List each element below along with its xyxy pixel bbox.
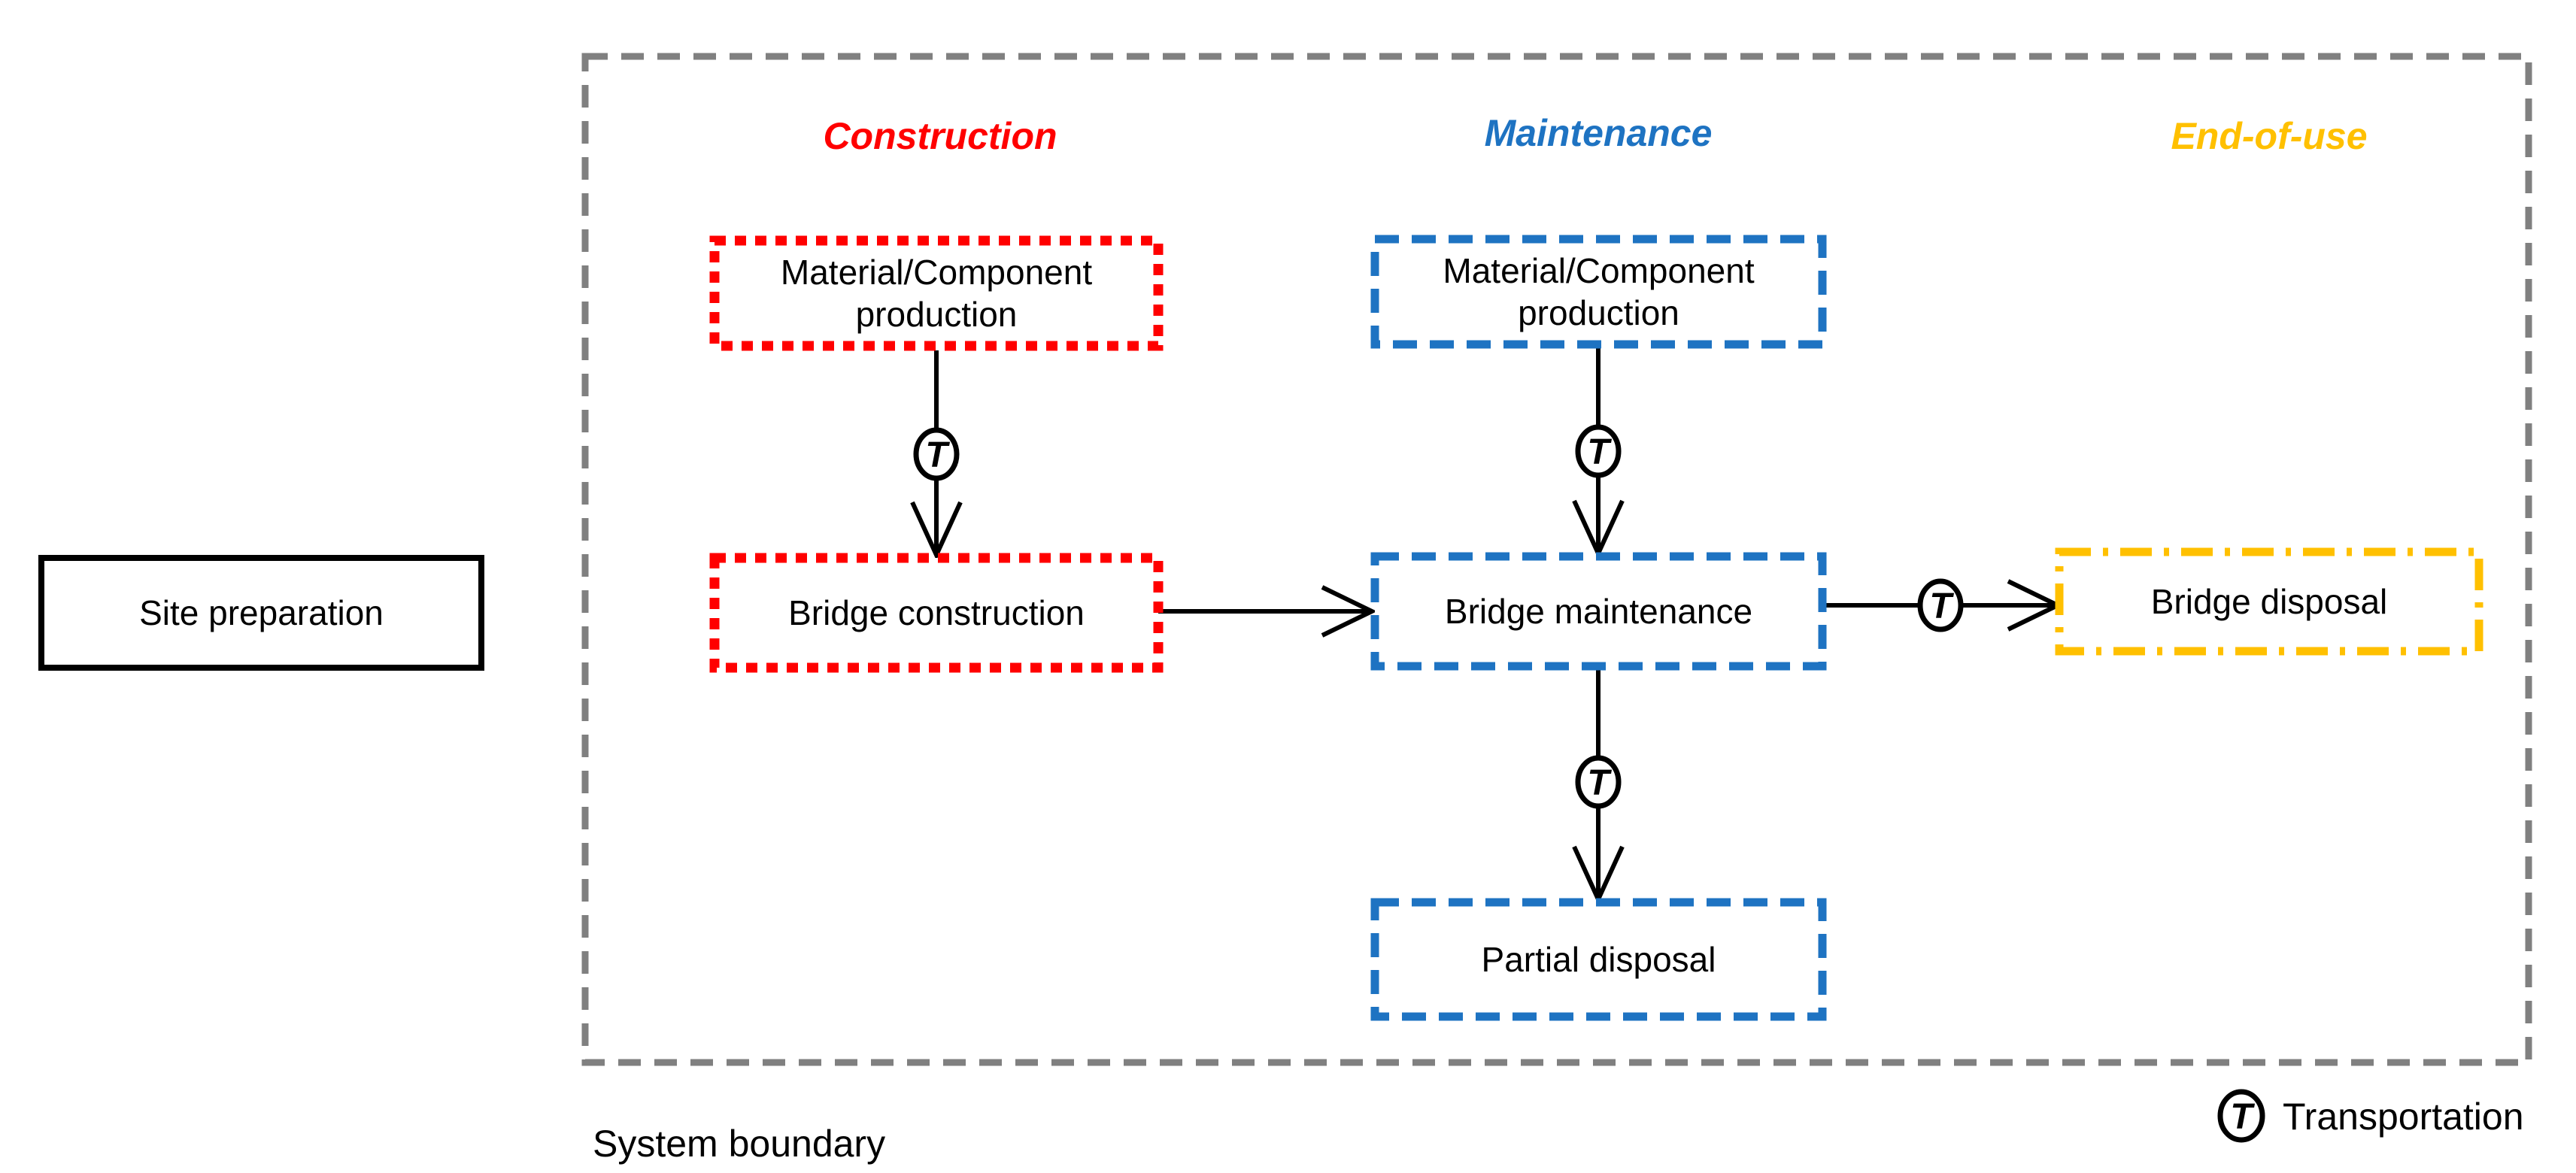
phase-label-maintenance: Maintenance	[1484, 112, 1713, 154]
material-production-construction-box-border	[709, 235, 1164, 351]
bridge-disposal-box-label: Bridge disposal	[2150, 581, 2388, 621]
arrowhead-down-construction	[910, 501, 963, 561]
partial-disposal-box-label: Partial disposal	[1481, 939, 1716, 979]
partial-disposal-box-border	[1370, 898, 1827, 1021]
phase-label-construction: Construction	[823, 115, 1057, 157]
material-production-maintenance-box-label: Material/Component production	[1443, 250, 1755, 332]
transport-symbol: T	[1929, 586, 1954, 626]
transport-icon-maintenance: T	[1575, 424, 1622, 478]
bridge-maintenance-box-border	[1370, 552, 1827, 671]
material-production-maintenance-box-border	[1370, 235, 1827, 349]
transport-icon-disposal: T	[1917, 578, 1964, 632]
site-preparation-box-border	[38, 555, 484, 671]
transport-symbol: T	[1587, 763, 1612, 803]
bridge-construction-box-label: Bridge construction	[788, 593, 1085, 632]
site-preparation-box-label: Site preparation	[139, 593, 384, 632]
transport-symbol: T	[925, 435, 950, 475]
system-boundary-label: System boundary	[593, 1123, 886, 1165]
transport-icon-partial-disposal: T	[1575, 755, 1622, 809]
legend-transportation-label: Transportation	[2283, 1096, 2524, 1138]
arrowhead-right-maintenance	[1321, 585, 1377, 638]
material-production-construction-box-label: Material/Component production	[780, 252, 1093, 334]
transport-symbol: T	[2230, 1097, 2255, 1137]
phase-label-end-of-use: End-of-use	[2171, 115, 2368, 157]
bridge-disposal-box-border	[2055, 547, 2483, 656]
system-boundary-border	[581, 53, 2532, 1066]
bridge-construction-box-border	[709, 553, 1164, 673]
legend-transport-icon: T	[2217, 1089, 2265, 1143]
bridge-maintenance-box-label: Bridge maintenance	[1444, 591, 1753, 631]
transport-symbol: T	[1587, 432, 1612, 472]
transport-icon-construction: T	[913, 427, 960, 481]
